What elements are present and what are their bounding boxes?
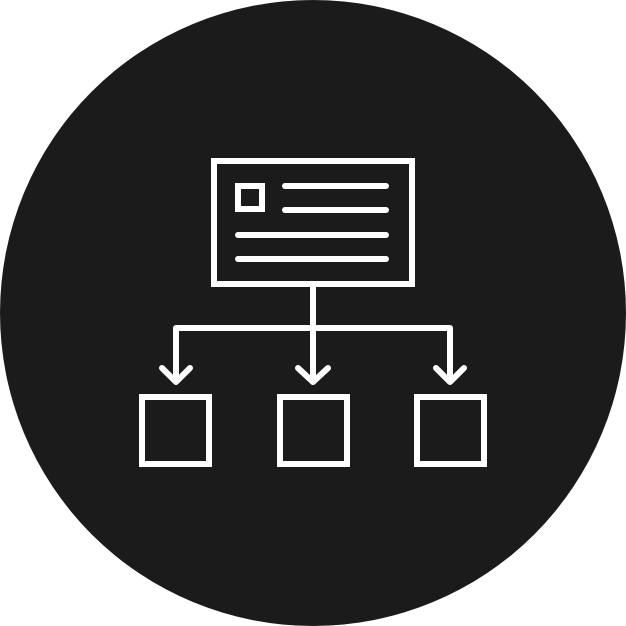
arrow-right-icon: [433, 365, 467, 385]
child-box-middle: [277, 394, 350, 467]
document-thumbnail-icon: [235, 183, 265, 212]
arrow-left-icon: [159, 365, 193, 385]
child-box-left: [139, 394, 212, 467]
branch-connector: [173, 325, 453, 383]
arrow-middle-icon: [295, 365, 331, 385]
child-box-right: [414, 394, 487, 467]
